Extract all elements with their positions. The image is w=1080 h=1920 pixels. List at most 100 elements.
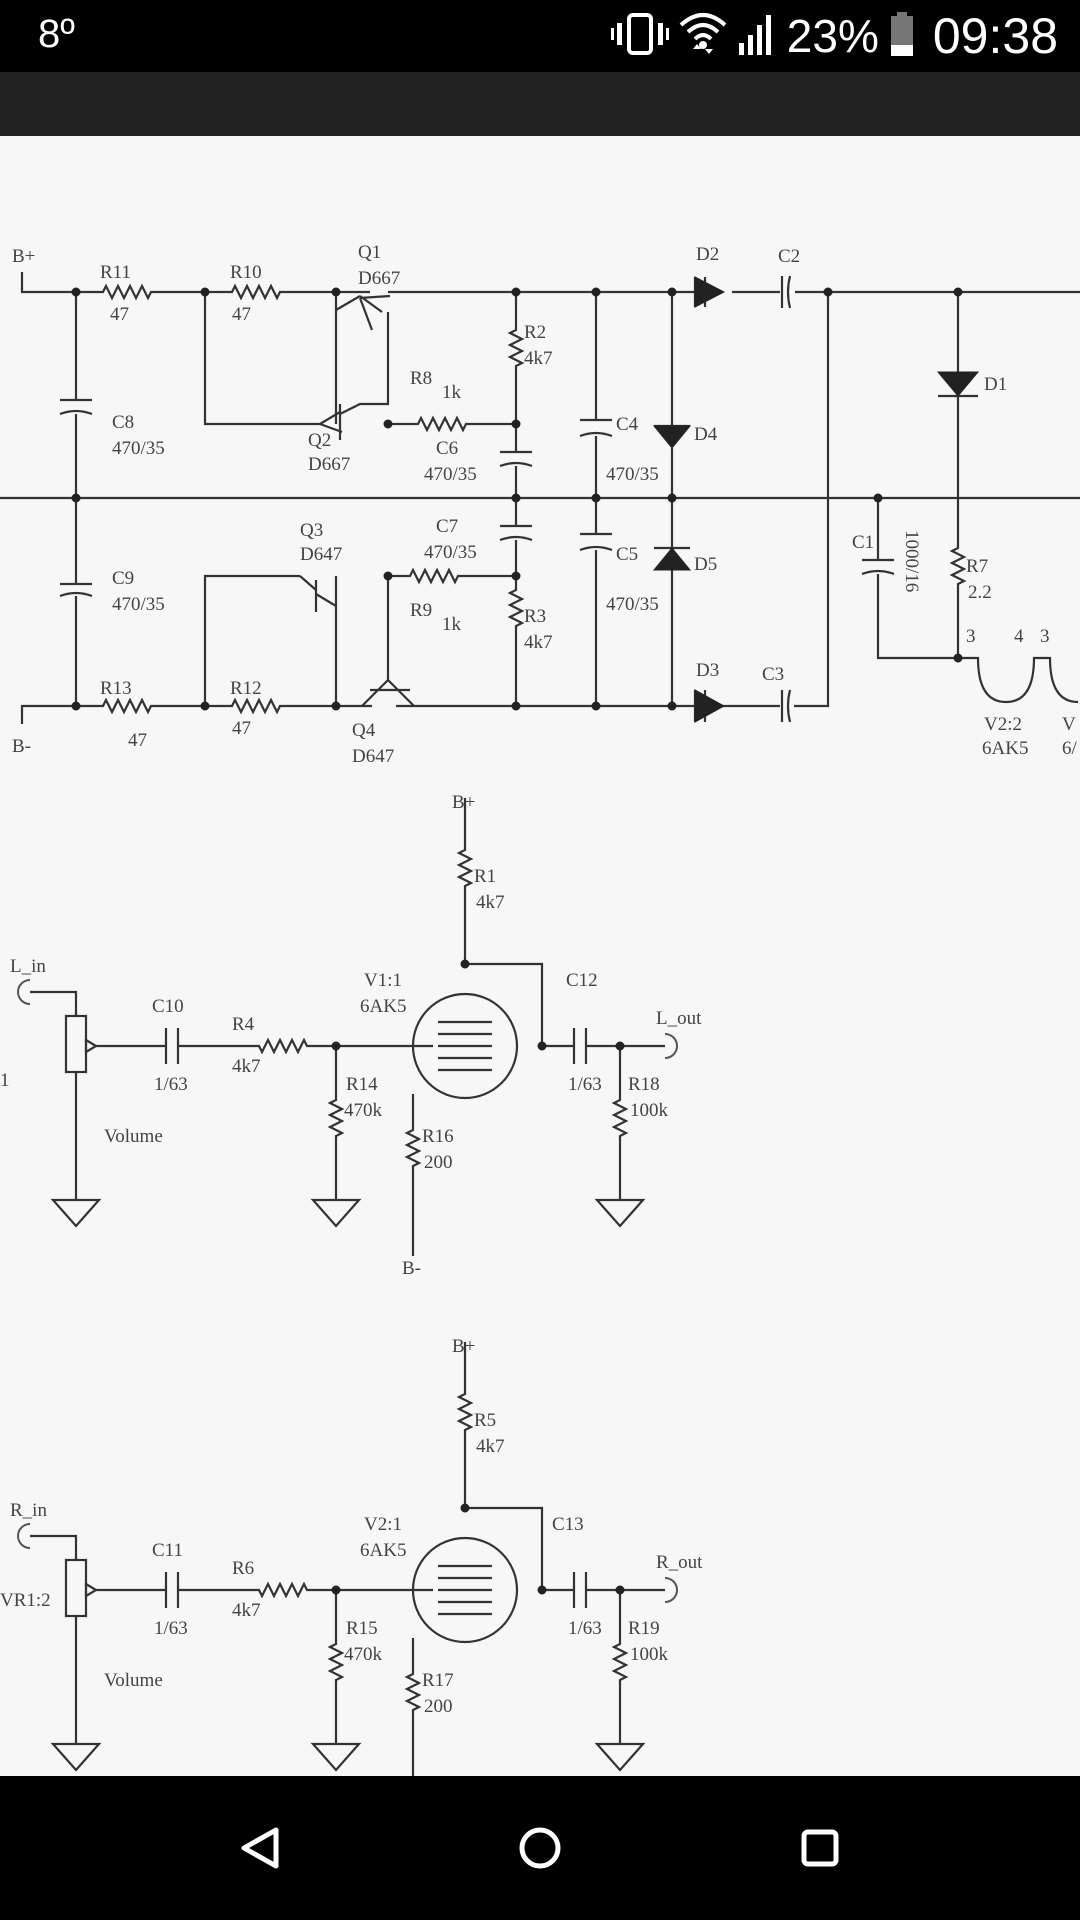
label-r7: R7 (966, 556, 988, 577)
label-r-out: R_out (656, 1552, 703, 1573)
label-r15-value: 470k (344, 1644, 383, 1665)
battery-icon (889, 11, 915, 62)
label-c1-value: 1000/16 (901, 530, 922, 592)
label-vcut-value: 6/ (1062, 738, 1078, 759)
diode-d4-symbol (652, 425, 692, 449)
status-icons: 23% 09:38 (610, 8, 1058, 64)
label-c1: C1 (852, 532, 874, 553)
label-d2: D2 (696, 244, 719, 265)
label-c5: C5 (616, 544, 638, 565)
label-c5-value: 470/35 (606, 594, 659, 615)
label-q4-value: D647 (352, 746, 394, 767)
label-r11: R11 (100, 262, 131, 283)
clock: 09:38 (932, 8, 1058, 64)
label-r11-value: 47 (110, 304, 129, 325)
label-r12: R12 (230, 678, 262, 699)
label-c6: C6 (436, 438, 458, 459)
label-bminus-supply: B- (12, 736, 31, 757)
label-r14-value: 470k (344, 1100, 383, 1121)
diode-d3-symbol (694, 689, 726, 723)
label-c13: C13 (552, 1514, 584, 1535)
label-q2: Q2 (308, 430, 331, 451)
label-c12: C12 (566, 970, 598, 991)
label-r17-value: 200 (424, 1696, 453, 1717)
label-r19: R19 (628, 1618, 660, 1639)
label-r2-value: 4k7 (524, 348, 553, 369)
label-c3: C3 (762, 664, 784, 685)
label-v21: V2:1 (364, 1514, 402, 1535)
image-viewer[interactable]: B+ B- R11 47 R10 47 R13 47 R12 47 Q1 D66… (0, 136, 1080, 1776)
label-v21-value: 6AK5 (360, 1540, 406, 1561)
label-c10-value: 1/63 (154, 1074, 188, 1095)
label-pin-3b: 3 (1040, 626, 1050, 647)
label-l-out: L_out (656, 1008, 702, 1029)
wifi-icon (679, 11, 727, 62)
label-v11-value: 6AK5 (360, 996, 406, 1017)
label-r17: R17 (422, 1670, 454, 1691)
label-q2-value: D667 (308, 454, 350, 475)
label-r18-value: 100k (630, 1100, 669, 1121)
label-r9: R9 (410, 600, 432, 621)
label-r6-value: 4k7 (232, 1600, 261, 1621)
label-r13: R13 (100, 678, 132, 699)
label-r3-value: 4k7 (524, 632, 553, 653)
label-r7-value: 2.2 (968, 582, 992, 603)
label-r19-value: 100k (630, 1644, 669, 1665)
label-r4: R4 (232, 1014, 255, 1035)
label-pin-3a: 3 (966, 626, 976, 647)
label-c8: C8 (112, 412, 134, 433)
cell-signal-icon (737, 11, 777, 62)
label-c13-value: 1/63 (568, 1618, 602, 1639)
label-vcut: V (1062, 714, 1076, 735)
label-r12-value: 47 (232, 718, 251, 739)
label-pot-right-cut: VR1:2 (0, 1590, 51, 1611)
label-c7: C7 (436, 516, 458, 537)
navigation-bar (0, 1776, 1080, 1920)
home-button[interactable] (500, 1808, 580, 1888)
back-triangle-icon (241, 1827, 279, 1869)
label-c9-value: 470/35 (112, 594, 165, 615)
label-c4: C4 (616, 414, 639, 435)
label-q4: Q4 (352, 720, 376, 741)
label-c6-value: 470/35 (424, 464, 477, 485)
label-r16: R16 (422, 1126, 454, 1147)
label-r16-value: 200 (424, 1152, 453, 1173)
label-r10-value: 47 (232, 304, 251, 325)
label-r4-value: 4k7 (232, 1056, 261, 1077)
label-r1: R1 (474, 866, 496, 887)
temperature-indicator: 8º (38, 12, 75, 56)
vibrate-icon (610, 11, 669, 62)
label-c11-value: 1/63 (154, 1618, 188, 1639)
label-pin-4: 4 (1014, 626, 1024, 647)
label-r-in: R_in (10, 1500, 47, 1521)
home-circle-icon (519, 1827, 561, 1869)
schematic-image[interactable]: B+ B- R11 47 R10 47 R13 47 R12 47 Q1 D66… (0, 136, 1080, 1776)
recents-button[interactable] (780, 1808, 860, 1888)
label-c2: C2 (778, 246, 800, 267)
l-out-jack-icon (664, 1033, 678, 1059)
r-out-jack-icon (664, 1577, 678, 1603)
app-bar (0, 72, 1080, 136)
label-l-in: L_in (10, 956, 46, 977)
label-d4: D4 (694, 424, 718, 445)
label-r5-value: 4k7 (476, 1436, 505, 1457)
back-button[interactable] (220, 1808, 300, 1888)
label-r13-value: 47 (128, 730, 147, 751)
label-bplus-left: B+ (452, 792, 475, 813)
label-volume-left: Volume (104, 1126, 163, 1147)
label-v22-value: 6AK5 (982, 738, 1028, 759)
label-bminus-left: B- (402, 1258, 421, 1279)
label-r2: R2 (524, 322, 546, 343)
recents-square-icon (801, 1829, 839, 1867)
label-d3: D3 (696, 660, 719, 681)
label-r8-value: 1k (442, 382, 462, 403)
label-volume-right: Volume (104, 1670, 163, 1691)
label-pot-left-cut: 1 (0, 1070, 10, 1091)
label-c7-value: 470/35 (424, 542, 477, 563)
label-c11: C11 (152, 1540, 183, 1561)
label-q1: Q1 (358, 242, 381, 263)
label-bplus-right: B+ (452, 1336, 475, 1357)
diode-d5-symbol (652, 547, 692, 571)
label-r5: R5 (474, 1410, 496, 1431)
l-in-jack-icon (17, 979, 31, 1005)
